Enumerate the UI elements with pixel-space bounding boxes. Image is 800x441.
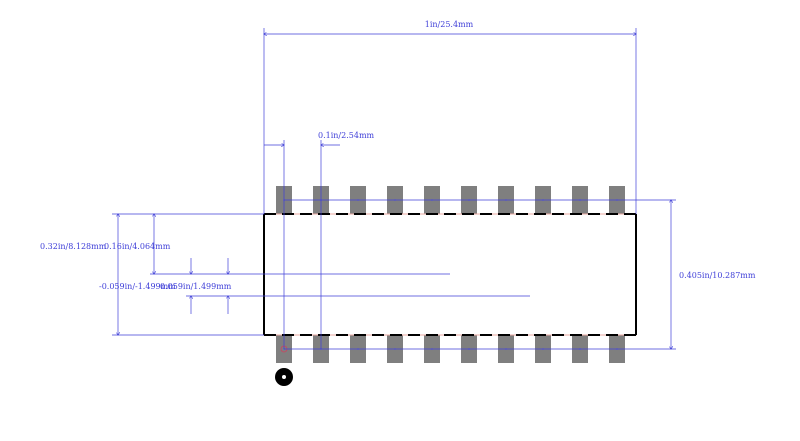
overall-width-label: 1in/25.4mm [425,20,474,29]
pitch-label: 0.1in/2.54mm [318,131,375,140]
overall-height-label: 0.405in/10.287mm [679,271,756,280]
offset-a-label: -0.059in/-1.499mm [99,282,176,291]
offset-b-label: 0.059in/1.499mm [160,282,232,291]
pin1-marker-dot [282,375,286,379]
body-height-label: 0.32in/8.128mm [40,242,107,251]
pad-span-label: 0.16in/4.064mm [104,242,171,251]
dimension-lines [112,28,676,349]
body-outline [263,213,637,336]
